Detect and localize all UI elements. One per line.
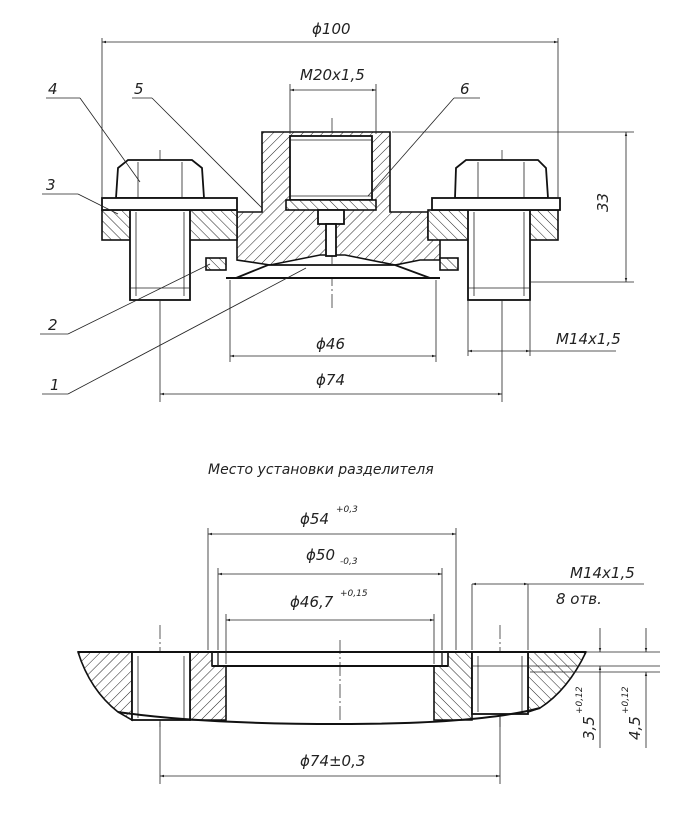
dim-d74-bottom: ϕ74±0,3 [300, 752, 365, 770]
callout-3: 3 [46, 176, 56, 194]
callout-1: 1 [50, 376, 60, 394]
dim-depth1: 3,5 [580, 716, 598, 740]
dim-d54-tol: +0,3 [336, 505, 358, 515]
dim-d467-tol: +0,15 [340, 589, 368, 599]
callout-6: 6 [460, 80, 470, 98]
housing-left [76, 651, 133, 722]
washer-part-3 [101, 197, 238, 211]
housing-right [527, 651, 588, 714]
dim-depth2-tol: +0,12 [621, 686, 631, 714]
assembly-view: ϕ100 M20x1,5 33 ϕ46 ϕ74 M14x1,5 4 [40, 20, 634, 402]
dim-d46: ϕ46 [316, 335, 345, 353]
bolt-left-head [115, 159, 205, 199]
dim-height: 33 [594, 193, 612, 212]
dim-d54: ϕ54 [300, 510, 329, 528]
gasket-right [439, 257, 459, 271]
threaded-bore [289, 135, 373, 201]
membrane-part-1 [235, 264, 431, 279]
callouts: 4 3 5 6 2 1 [40, 80, 480, 395]
dim-d50-tol: -0,3 [340, 557, 358, 567]
channel [317, 209, 345, 225]
dim-depth2: 4,5 [626, 716, 644, 740]
gasket-part-2 [205, 257, 227, 271]
dim-thread-bottom: M14x1,5 [570, 564, 635, 582]
dim-thread-top: M20x1,5 [300, 66, 365, 84]
dim-d74: ϕ74 [316, 371, 345, 389]
thread-hole-left [131, 651, 191, 721]
dim-d100: ϕ100 [312, 20, 351, 38]
callout-2: 2 [48, 316, 58, 334]
housing-inner-right [433, 651, 473, 721]
channel-stem [325, 223, 337, 257]
thread-hole-right [471, 651, 529, 715]
dim-d467: ϕ46,7 [290, 593, 334, 611]
callout-4: 4 [48, 80, 58, 98]
housing-inner-left [189, 651, 227, 721]
bolt-right-head [454, 159, 549, 199]
bolt-left-shank [129, 209, 191, 301]
section-title: Место установки разделителя [208, 462, 434, 478]
installation-view: ϕ54 +0,3 ϕ50 -0,3 ϕ46,7 +0,15 M14x1,5 8 … [76, 505, 660, 784]
dim-holes: 8 отв. [556, 590, 602, 608]
bolt-right-shank [467, 209, 531, 301]
washer-right [431, 197, 561, 211]
dim-depth1-tol: +0,12 [575, 686, 585, 714]
callout-5: 5 [134, 80, 144, 98]
dim-d50: ϕ50 [306, 546, 335, 564]
insert-part-6 [285, 199, 377, 211]
dim-thread-side: M14x1,5 [556, 330, 621, 348]
